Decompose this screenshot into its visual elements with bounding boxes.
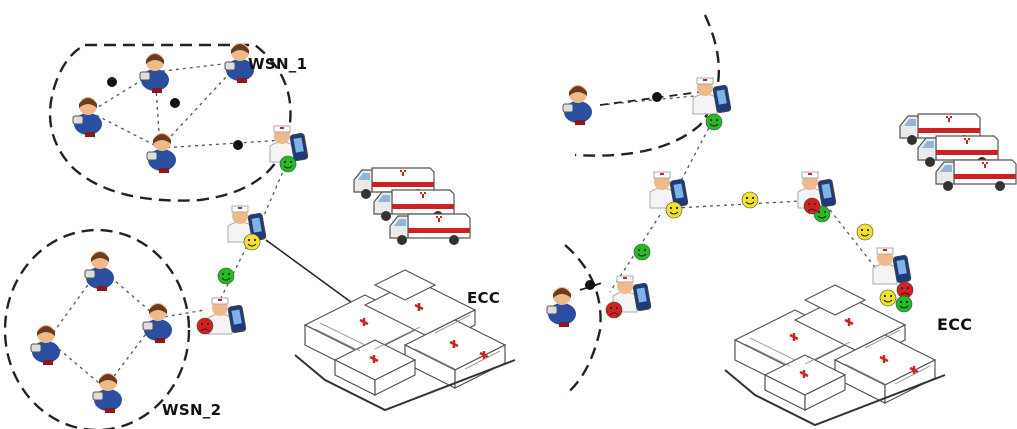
wsn2-patient-icon — [92, 372, 123, 414]
red-node-icon — [803, 197, 821, 215]
wsn1-patient-icon — [72, 96, 103, 138]
yellow-node-icon — [243, 233, 261, 251]
green-node-icon — [705, 113, 723, 131]
wsn2-patient-icon — [84, 250, 115, 292]
left-ecc-uplink — [265, 239, 356, 306]
red-node-icon — [196, 317, 214, 335]
wsn1-patient-icon — [139, 52, 170, 94]
nurse-icon — [872, 247, 912, 285]
wsn1-boundary — [48, 43, 292, 202]
wsn2-patient-icon — [142, 302, 173, 344]
yellow-node-icon — [856, 223, 874, 241]
green-node-icon — [279, 155, 297, 173]
wsn1-label: WSN_1 — [248, 55, 308, 73]
wsn2-boundary — [3, 228, 191, 429]
yellow-node-icon — [665, 201, 683, 219]
right-top-boundary-arc — [574, 14, 720, 157]
red-node-icon — [896, 281, 914, 299]
wsn2-label: WSN_2 — [162, 401, 222, 419]
nurse-icon — [692, 77, 732, 115]
red-node-icon — [605, 301, 623, 319]
green-node-icon — [633, 243, 651, 261]
ambulance-icon — [935, 159, 1017, 192]
wsn1-links — [89, 61, 286, 149]
ecc-right-label: ECC — [937, 315, 973, 334]
green-node-icon — [217, 267, 235, 285]
right-left-boundary-arc — [564, 244, 602, 396]
patient-icon — [546, 286, 577, 328]
ambulance-icon — [389, 213, 471, 246]
green-node-icon — [895, 295, 913, 313]
yellow-node-icon — [741, 191, 759, 209]
ecc-left-label: ECC — [467, 289, 501, 307]
nurse-icon — [207, 297, 247, 335]
black-relay-dot — [585, 280, 595, 290]
right-relay-links — [599, 94, 886, 293]
patient-icon — [562, 84, 593, 126]
black-relay-dot — [652, 92, 662, 102]
wsn1-patient-icon — [146, 132, 177, 174]
wsn2-patient-icon — [30, 324, 61, 366]
yellow-node-icon — [879, 289, 897, 307]
nurse-icon — [649, 171, 689, 209]
wsn1-black-relay-dots — [107, 77, 243, 150]
